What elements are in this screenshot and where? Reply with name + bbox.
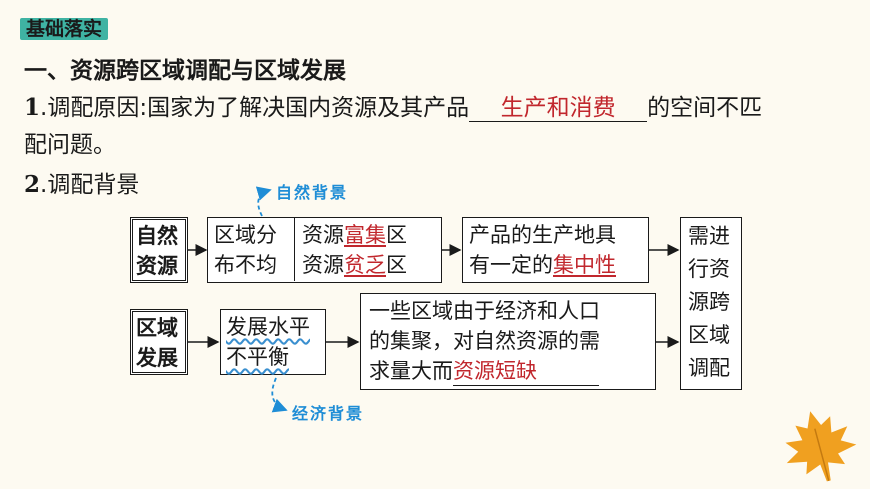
item-2-num: 2 — [24, 171, 41, 198]
box-result-line1: 需进 — [688, 224, 730, 248]
dashed-arrow-natural — [255, 186, 272, 217]
answer-concentration: 集中性 — [553, 253, 616, 277]
box-demand: 一些区域由于经济和人口 的集聚，对自然资源的需 求量大而资源短缺 — [360, 293, 656, 390]
box-demand-line3: 求量大而资源短缺 — [369, 357, 599, 386]
box-dev-line2: 发展 — [136, 346, 178, 370]
dashed-arrow-economic — [271, 377, 288, 413]
item-1-tail: 的空间不匹 — [647, 95, 763, 121]
box-natural-line2: 资源 — [136, 254, 178, 278]
box-uneven-development: 发展水平 不平衡 — [220, 309, 326, 375]
natural-bg-label: 自然背景 — [276, 183, 349, 202]
heading-1: 一、资源跨区域调配与区域发展 — [24, 58, 346, 84]
item-1-num: 1 — [24, 94, 41, 121]
box-uneven-line1: 发展水平 — [226, 315, 310, 339]
box-result-line5: 调配 — [688, 356, 730, 380]
box-resource-line2: 资源贫乏区 — [302, 253, 407, 277]
box-uneven-line2: 不平衡 — [226, 345, 289, 369]
economic-bg-label: 经济背景 — [292, 404, 365, 423]
item-1: 1.调配原因:国家为了解决国内资源及其产品生产和消费的空间不匹 — [24, 93, 762, 123]
item-1-answer: 生产和消费 — [469, 95, 648, 122]
answer-shortage: 资源短缺 — [453, 357, 599, 386]
box-natural-resources: 自然 资源 — [130, 217, 188, 283]
box-result-line3: 源跨 — [688, 290, 730, 314]
box-result-line4: 区域 — [688, 323, 730, 347]
item-2: 2.调配背景 — [24, 170, 139, 200]
maple-leaf-icon — [785, 411, 857, 482]
box-regional-development: 区域 发展 — [130, 309, 188, 375]
answer-poor: 贫乏 — [344, 253, 386, 277]
item-1-cont: 配问题。 — [24, 132, 116, 158]
box-product-line2: 有一定的集中性 — [469, 253, 616, 277]
box-result: 需进 行资 源跨 区域 调配 — [680, 217, 742, 390]
box-demand-line2: 的集聚，对自然资源的需 — [369, 329, 600, 353]
item-2-label: .调配背景 — [40, 172, 140, 198]
box-result-line2: 行资 — [688, 257, 730, 281]
answer-rich: 富集 — [344, 223, 386, 247]
item-1-label: .调配原因:国家为了解决国内资源及其产品 — [40, 95, 470, 121]
box-distribution: 区域分 布不均 资源富集区 资源贫乏区 — [207, 217, 442, 283]
box-dist-line2: 布不均 — [214, 253, 277, 277]
box-product: 产品的生产地具 有一定的集中性 — [462, 217, 649, 283]
box-product-line1: 产品的生产地具 — [469, 223, 616, 247]
box-dist-line1: 区域分 — [214, 223, 277, 247]
section-tag: 基础落实 — [20, 18, 109, 40]
box-demand-line1: 一些区域由于经济和人口 — [369, 299, 600, 323]
box-natural-line1: 自然 — [136, 224, 178, 248]
box-resource-line1: 资源富集区 — [302, 223, 407, 247]
box-dev-line1: 区域 — [136, 316, 178, 340]
